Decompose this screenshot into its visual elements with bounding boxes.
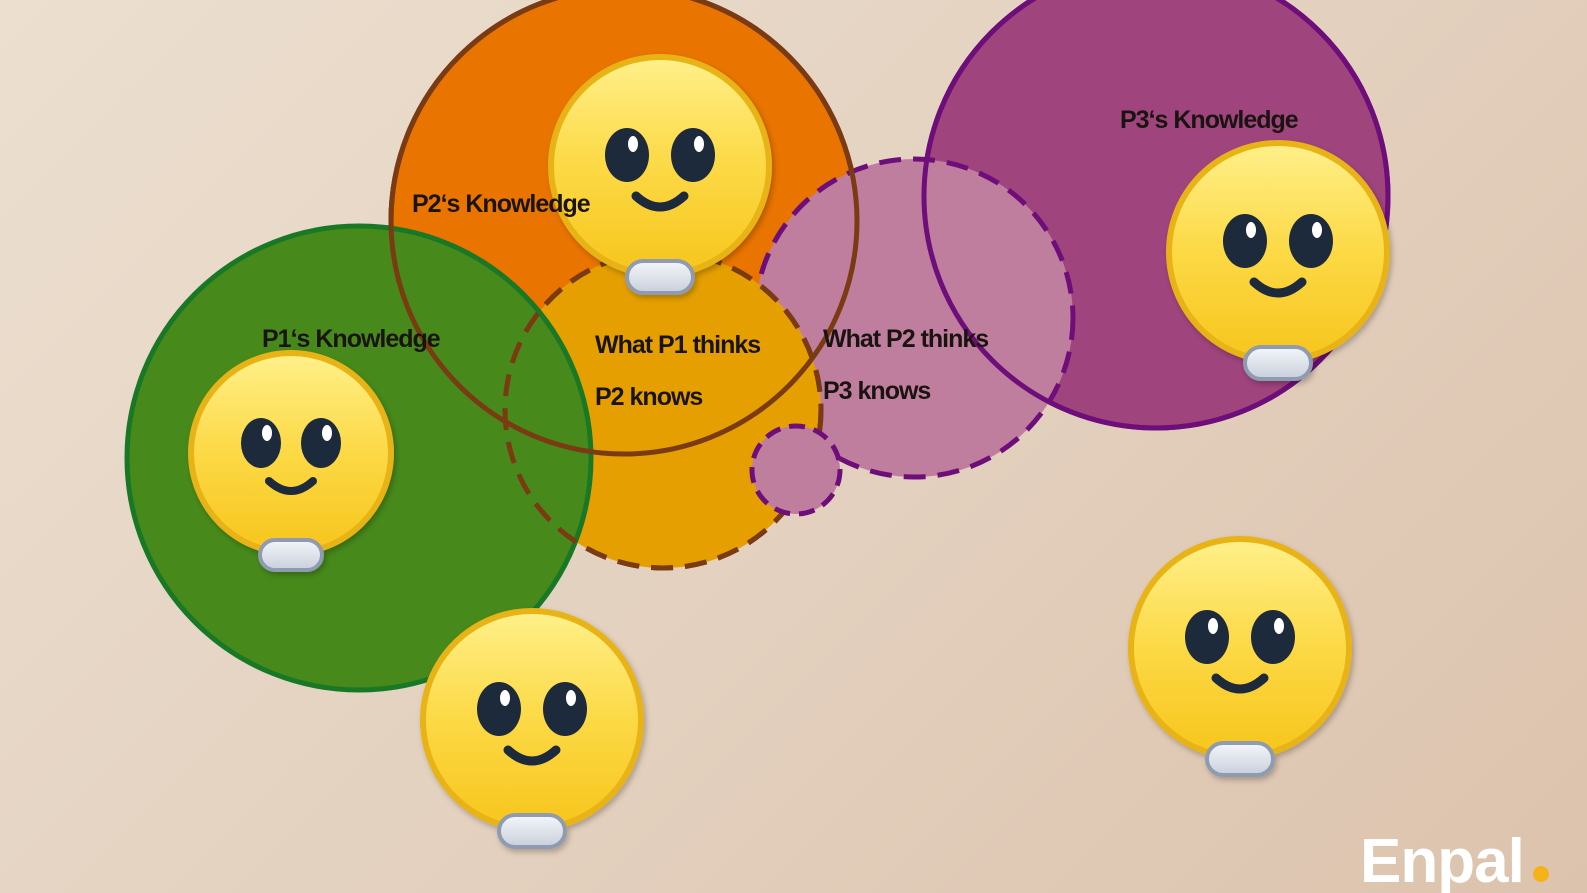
logo-wordmark: Enpal bbox=[1360, 827, 1524, 893]
person-p1 bbox=[188, 350, 394, 572]
p3-knowledge-outline bbox=[921, 0, 1391, 431]
p1-knowledge-label: P1‘s Knowledge bbox=[262, 325, 441, 353]
nested-belief-circle bbox=[749, 423, 843, 517]
logo-dot bbox=[1533, 866, 1549, 882]
person-bottom-right bbox=[1128, 536, 1352, 777]
smiley-face-icon bbox=[188, 350, 394, 572]
p1-thinks-p2-knows-label-line1: What P1 thinks bbox=[595, 331, 760, 359]
p2-knowledge-outline bbox=[388, 0, 860, 457]
p1-thinks-p2-knows-outline bbox=[502, 249, 824, 571]
smiley-face-icon bbox=[1128, 536, 1352, 777]
smiley-face-icon bbox=[1166, 140, 1390, 381]
p2-knowledge-label: P2‘s Knowledge bbox=[412, 190, 591, 218]
smiley-face-icon bbox=[548, 54, 772, 295]
person-bottom-left bbox=[420, 608, 644, 849]
p2-thinks-p3-knows-circle bbox=[752, 156, 1076, 480]
person-p3 bbox=[1166, 140, 1390, 381]
enpal-logo: Enpal bbox=[1360, 827, 1549, 893]
p1-thinks-p2-knows-label-line2: P2 knows bbox=[595, 383, 702, 411]
p3-knowledge-label: P3‘s Knowledge bbox=[1120, 106, 1299, 134]
smiley-face-icon bbox=[420, 608, 644, 849]
p2-thinks-p3-knows-label-line1: What P2 thinks bbox=[823, 325, 988, 353]
p2-thinks-p3-knows-label-line2: P3 knows bbox=[823, 377, 930, 405]
person-p2 bbox=[548, 54, 772, 295]
